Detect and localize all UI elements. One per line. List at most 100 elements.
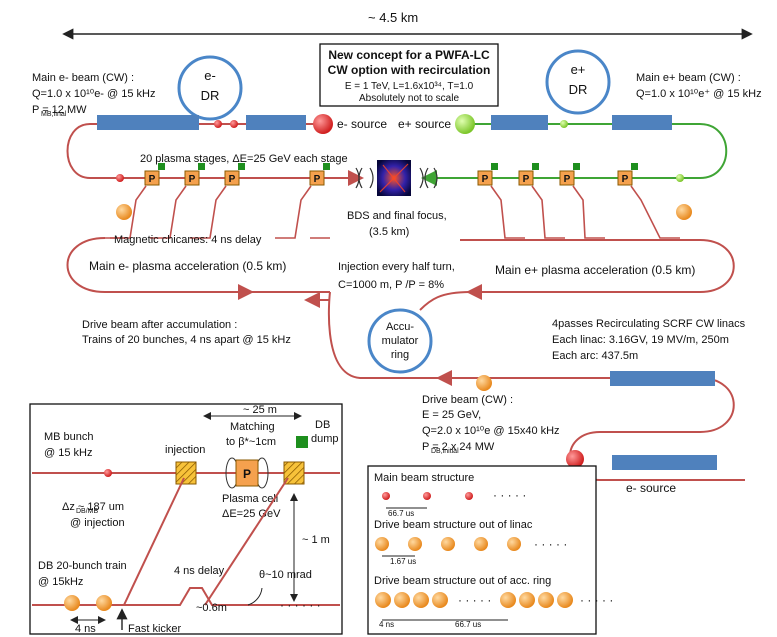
drive-beam-charge: Q=2.0 x 10¹⁰e @ 15x40 kHz bbox=[422, 425, 560, 437]
injection-line-1: Injection every half turn, bbox=[338, 261, 455, 273]
chicane-path bbox=[531, 185, 565, 239]
inset-db-train-2: @ 15kHz bbox=[38, 576, 83, 588]
bunch-ball bbox=[230, 120, 238, 128]
mb-structure-spacing: 66.7 us bbox=[388, 509, 414, 518]
mb-bunch-ball bbox=[104, 469, 112, 477]
main-e-plus-title: Main e+ beam (CW) : bbox=[636, 72, 741, 84]
structure-ball bbox=[557, 592, 573, 608]
plasma-stage-label: P bbox=[622, 174, 629, 185]
concept-line-4: Absolutely not to scale bbox=[359, 93, 459, 104]
plasma-stage: P bbox=[224, 163, 245, 186]
plasma-stage-label: P bbox=[189, 174, 196, 185]
linacs-line-3: Each arc: 437.5m bbox=[552, 350, 638, 362]
db-ring-spacing-2: 66.7 us bbox=[455, 620, 481, 629]
dump-square bbox=[573, 163, 580, 170]
length-arrow: ~ 4.5 km bbox=[62, 10, 753, 40]
pdr-line-1: e+ bbox=[571, 62, 586, 77]
e-plus-linac-left bbox=[491, 115, 548, 130]
accumulator-ring: Accu- mulator ring bbox=[367, 308, 433, 374]
e-minus-source-bottom-label: e- source bbox=[626, 481, 676, 495]
bunch-ball bbox=[214, 120, 222, 128]
edr-line-2: DR bbox=[201, 88, 220, 103]
structure-ball bbox=[465, 492, 473, 500]
plasma-stage-label: P bbox=[229, 174, 236, 185]
e-plus-source-label: e+ source bbox=[398, 117, 451, 131]
main-e-plus-charge: Q=1.0 x 10¹⁰e⁺ @ 15 kHz bbox=[636, 88, 762, 100]
structure-ball bbox=[474, 537, 488, 551]
chicane-path bbox=[190, 185, 227, 239]
dump-square bbox=[323, 163, 330, 170]
inset-dz-2: @ injection bbox=[70, 517, 125, 529]
drive-after-line-1: Drive beam after accumulation : bbox=[82, 319, 237, 331]
inset-dots: · · · · · · bbox=[280, 598, 321, 612]
inset-spacing: 4 ns bbox=[75, 623, 96, 635]
dump-magnet bbox=[283, 461, 305, 485]
drive-beam-info: Drive beam (CW) : E = 25 GeV, Q=2.0 x 10… bbox=[422, 394, 560, 455]
linacs-line-1: 4passes Recirculating SCRF CW linacs bbox=[552, 318, 746, 330]
e-minus-source-bottom-ball bbox=[566, 450, 584, 468]
dump-square bbox=[198, 163, 205, 170]
drive-beam-power-sub: DB,initial bbox=[431, 448, 459, 455]
plasma-stage: P bbox=[477, 163, 498, 186]
db-bunch-ball bbox=[96, 595, 112, 611]
plasma-cell-label: P bbox=[243, 467, 251, 481]
concept-box: New concept for a PWFA-LC CW option with… bbox=[319, 43, 499, 107]
main-e-plus-info: Main e+ beam (CW) : Q=1.0 x 10¹⁰e⁺ @ 15 … bbox=[636, 72, 762, 100]
chicane-path bbox=[150, 185, 187, 239]
edr-line-1: e- bbox=[204, 68, 216, 83]
inset-db-dump-2: dump bbox=[311, 433, 339, 445]
structure-ball bbox=[507, 537, 521, 551]
main-e-plus-accel-label: Main e+ plasma acceleration (0.5 km) bbox=[495, 263, 695, 277]
inset-height: ~ 1 m bbox=[302, 534, 330, 546]
main-e-minus-power-sub: MB,final bbox=[41, 111, 67, 118]
plasma-stage: P bbox=[617, 163, 638, 186]
chicane-path bbox=[630, 185, 680, 239]
plasma-stage: P bbox=[518, 163, 539, 186]
dump-square bbox=[238, 163, 245, 170]
structure-ball bbox=[413, 592, 429, 608]
main-e-minus-charge: Q=1.0 x 10¹⁰e- @ 15 kHz bbox=[32, 88, 156, 100]
inset-dz-sub: DB/MB bbox=[76, 508, 99, 515]
inset-dz-1: Δz ~ 187 um bbox=[62, 501, 124, 513]
inset-db-train-1: DB 20-bunch train bbox=[38, 560, 127, 572]
inset-matching-1: Matching bbox=[230, 421, 275, 433]
drive-bunch bbox=[676, 204, 692, 220]
inset-mb-bunch-1: MB bunch bbox=[44, 431, 94, 443]
row-dots: · · · · · bbox=[580, 593, 613, 607]
plasma-stage-label: P bbox=[482, 174, 489, 185]
injection-line-2: C=1000 m, P /P = 8% bbox=[338, 279, 444, 291]
structure-ball bbox=[538, 592, 554, 608]
row-dots: · · · · · bbox=[493, 488, 526, 502]
inset-mb-bunch-2: @ 15 kHz bbox=[44, 447, 92, 459]
plasma-stage: P bbox=[309, 163, 330, 186]
inset-beam-structure: Main beam structure · · · · ·· · · · ·· … bbox=[367, 465, 613, 635]
concept-line-1: New concept for a PWFA-LC bbox=[328, 48, 490, 62]
plasma-stage: P bbox=[184, 163, 205, 186]
bunch-ball bbox=[676, 174, 684, 182]
dump-square bbox=[491, 163, 498, 170]
accumulator-line-3: ring bbox=[391, 349, 409, 361]
chicane-path bbox=[572, 185, 605, 239]
drive-beam-energy: E = 25 GeV, bbox=[422, 409, 481, 421]
inset-theta: θ~10 mrad bbox=[259, 569, 312, 581]
inset-matching-2: to β*~1cm bbox=[226, 436, 276, 448]
db-ring-title: Drive beam structure out of acc. ring bbox=[374, 575, 551, 587]
structure-ball bbox=[423, 492, 431, 500]
inset-db-dump-1: DB bbox=[315, 419, 330, 431]
bds-line-1: BDS and final focus, bbox=[347, 210, 447, 222]
pdr-line-2: DR bbox=[569, 82, 588, 97]
main-e-minus-info: Main e- beam (CW) : Q=1.0 x 10¹⁰e- @ 15 … bbox=[32, 72, 156, 118]
e-minus-source: e- source bbox=[313, 114, 387, 134]
magnetic-chicanes bbox=[105, 185, 680, 239]
db-linac-spacing: 1.67 us bbox=[390, 557, 416, 566]
chicane-path bbox=[490, 185, 525, 239]
plasma-stage-label: P bbox=[149, 174, 156, 185]
plasma-stage: P bbox=[559, 163, 580, 186]
concept-line-3: E = 1 TeV, L=1.6x10³⁴, T=1.0 bbox=[345, 81, 474, 92]
linacs-line-2: Each linac: 3.16GV, 19 MV/m, 250m bbox=[552, 334, 729, 346]
plasma-cell bbox=[235, 459, 259, 487]
injection-info: Injection every half turn, C=1000 m, P /… bbox=[338, 261, 455, 291]
linacs-info: 4passes Recirculating SCRF CW linacs Eac… bbox=[552, 318, 746, 362]
